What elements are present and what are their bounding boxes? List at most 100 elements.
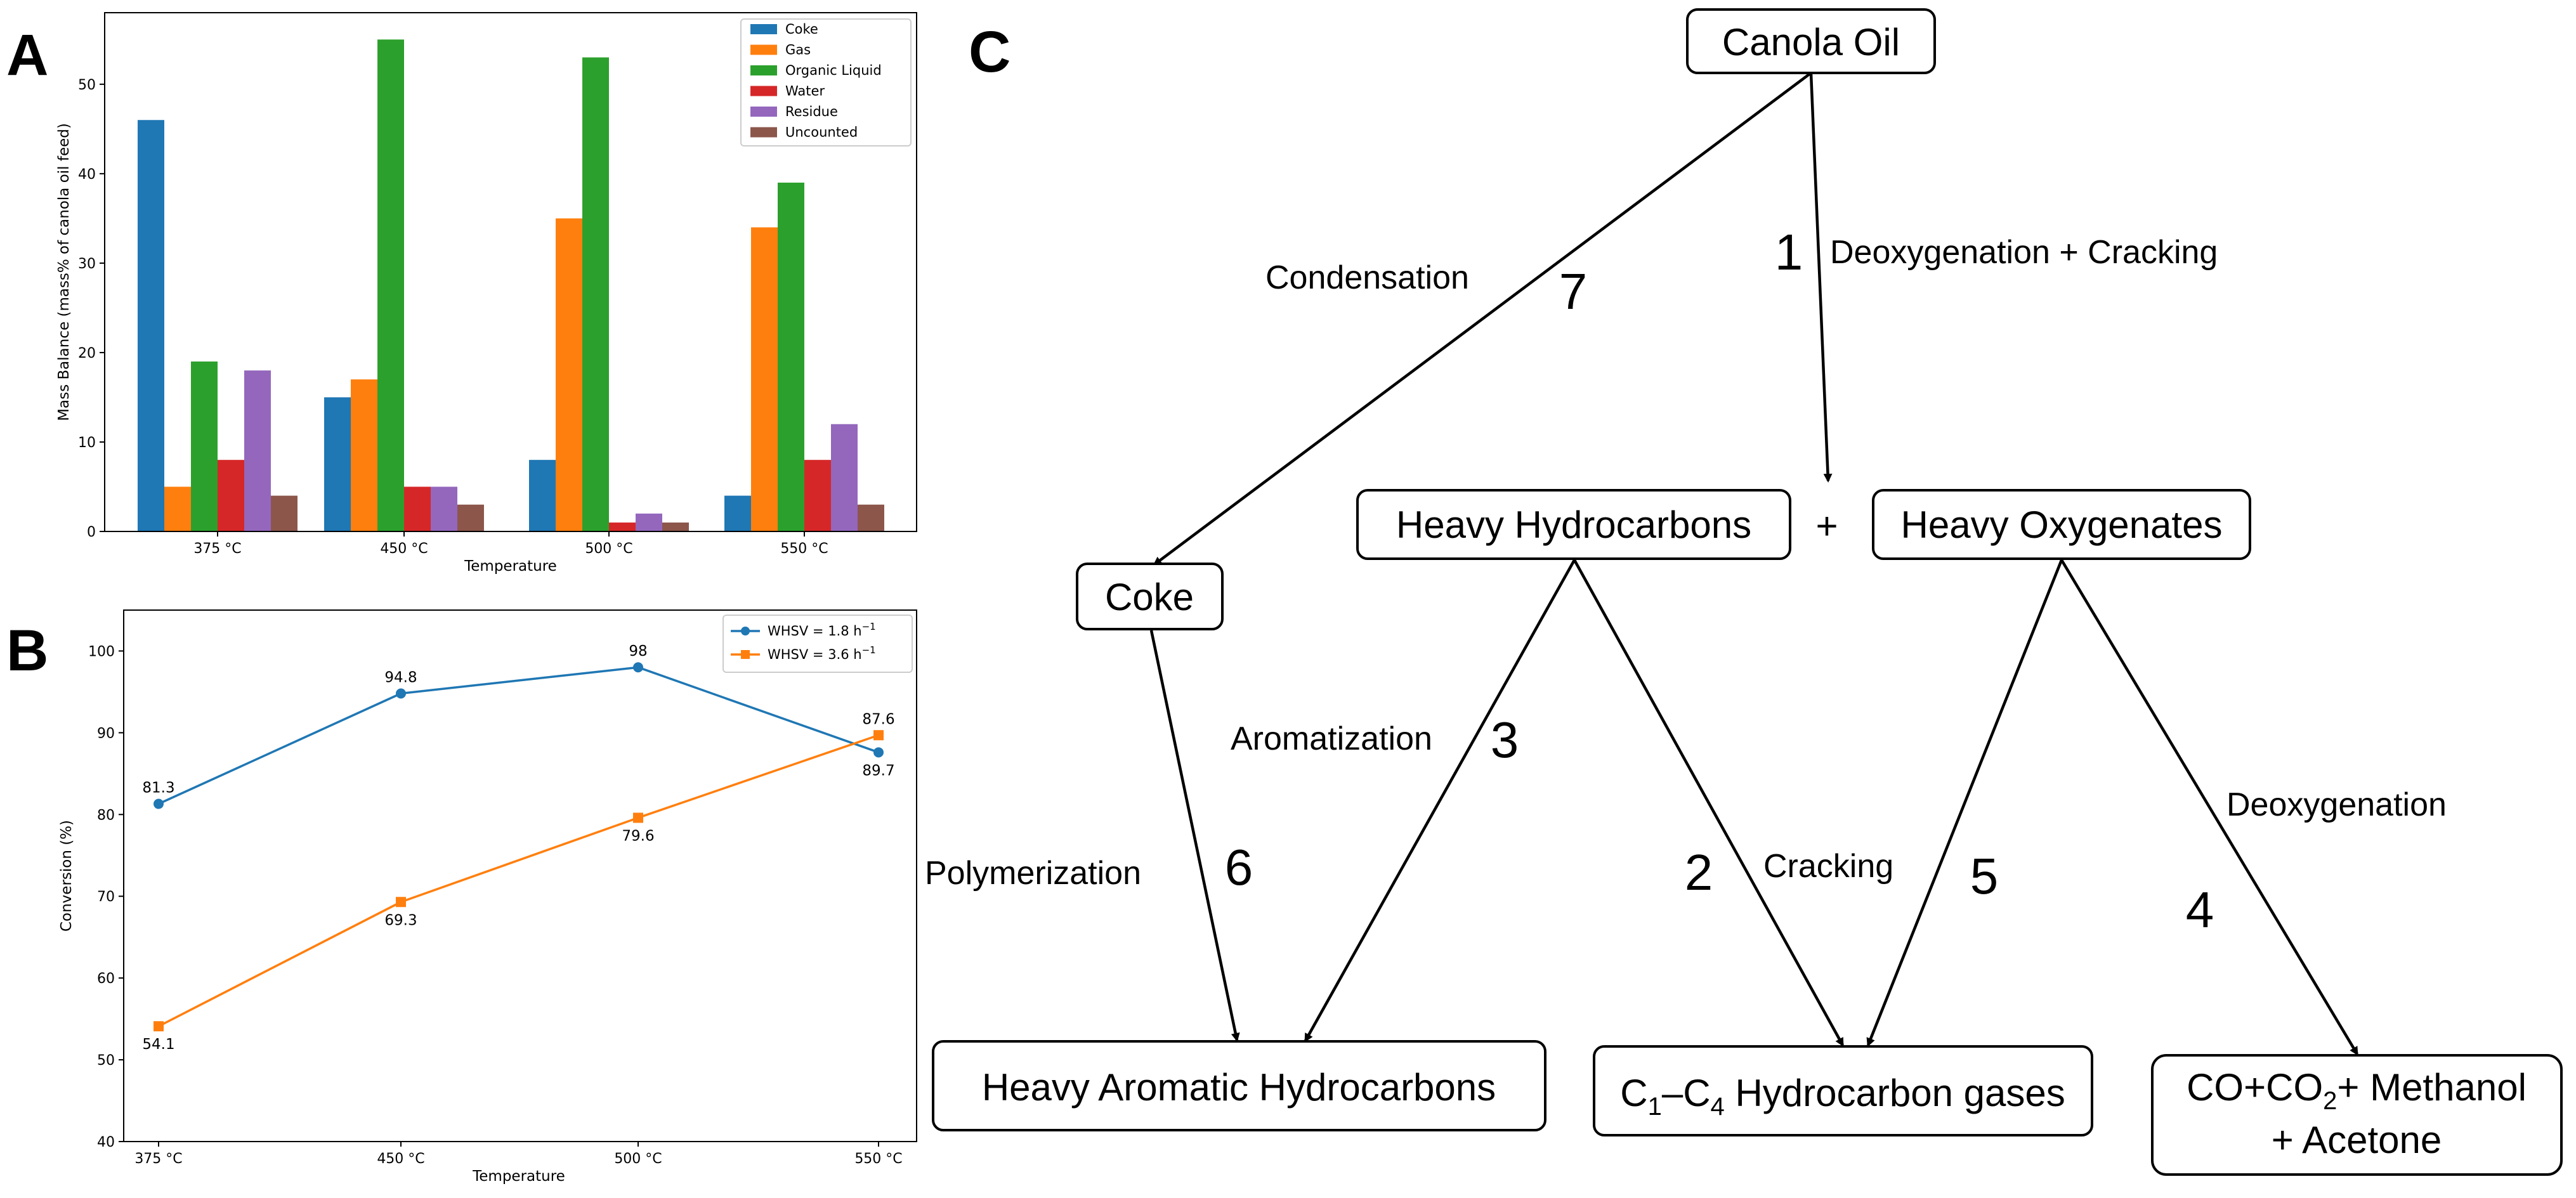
bar-water-0: [218, 460, 244, 531]
legend-frame: [722, 615, 913, 673]
node-heavy-aromatic-hydrocarbons: Heavy Aromatic Hydrocarbons: [932, 1040, 1546, 1131]
legend-frame: [740, 18, 912, 146]
legend-label-0: Coke: [785, 22, 818, 37]
legend-marker-1: [741, 650, 750, 659]
legend-swatch-3: [750, 86, 777, 96]
edge-1-number: 1: [1775, 224, 1803, 280]
node-label: C1–C4 Hydrocarbon gases: [1620, 1072, 2065, 1121]
series-0-data-label-3: 89.7: [862, 762, 894, 779]
y-tick-label: 40: [78, 167, 96, 183]
series-0-data-label-1: 94.8: [384, 670, 417, 686]
edge-4-label: Deoxygenation: [2226, 786, 2447, 823]
legend-label-2: Organic Liquid: [785, 63, 882, 78]
y-tick-label: 20: [78, 346, 96, 361]
edge-2-label: Cracking: [1763, 848, 1893, 885]
y-tick-label: 70: [97, 889, 115, 905]
plot-frame: [104, 12, 917, 532]
legend-swatch-1: [750, 44, 777, 55]
bar-residue-2: [636, 513, 662, 531]
co-prefix: CO+CO: [2187, 1066, 2323, 1109]
legend-swatch-4: [750, 107, 777, 117]
panel-letter-b: B: [6, 618, 48, 683]
bar-organic-liquid-2: [582, 57, 609, 532]
bar-coke-2: [529, 460, 556, 531]
co-suffix: + Methanol: [2337, 1066, 2527, 1109]
series-line-1: [158, 734, 879, 1027]
y-tick-label: 50: [78, 77, 96, 93]
series-1-data-label-3: 87.6: [862, 711, 894, 727]
x-axis-title: Temperature: [472, 1168, 565, 1185]
legend-label-5: Uncounted: [785, 125, 858, 140]
edge-5-arrow: [1866, 559, 2063, 1047]
node-canola-oil: Canola Oil: [1686, 8, 1936, 74]
x-tick-label: 450 °C: [380, 541, 428, 557]
node-box: [1593, 1045, 2093, 1136]
series-line-0: [158, 666, 879, 805]
node-label: Heavy Aromatic Hydrocarbons: [982, 1066, 1496, 1109]
edge-7-number: 7: [1559, 263, 1588, 320]
bar-coke-1: [324, 397, 351, 531]
panel-letter-c: C: [969, 20, 1010, 84]
edge-1-arrow: [1809, 72, 1833, 483]
co-subscript: 2: [2323, 1087, 2337, 1115]
legend-label-3: Water: [785, 84, 825, 99]
bar-organic-liquid-1: [377, 39, 404, 531]
bar-residue-3: [831, 424, 858, 531]
node-label: Coke: [1105, 576, 1194, 618]
x-tick-label: 550 °C: [854, 1151, 902, 1167]
node-box: [1686, 8, 1936, 74]
series-1-point-0: [154, 1021, 164, 1032]
series-0-point-0: [154, 798, 164, 809]
bar-uncounted-2: [662, 522, 689, 531]
series-1-point-1: [396, 897, 406, 908]
gases-subscript-1: 1: [1648, 1093, 1662, 1121]
node-box: [1872, 489, 2251, 560]
gases-subscript-4: 4: [1711, 1093, 1725, 1121]
x-tick-label: 450 °C: [377, 1151, 424, 1167]
legend-label-superscript-0: −1: [862, 621, 876, 632]
gases-middle: –C: [1662, 1072, 1711, 1114]
node-label: Canola Oil: [1722, 21, 1900, 63]
bar-uncounted-0: [271, 495, 297, 531]
series-0-data-label-2: 98: [629, 643, 647, 660]
bar-water-3: [804, 460, 831, 531]
x-tick-label: 550 °C: [780, 541, 828, 557]
series-1-data-label-2: 79.6: [622, 828, 654, 844]
bar-residue-1: [431, 486, 457, 531]
y-tick-label: 60: [97, 971, 115, 987]
bar-water-2: [609, 522, 636, 531]
node-box: [932, 1040, 1546, 1131]
bar-organic-liquid-3: [778, 182, 804, 531]
y-tick-label: 100: [88, 644, 115, 660]
node-heavy-oxygenates: Heavy Oxygenates: [1872, 489, 2251, 560]
legend-label-superscript-1: −1: [862, 644, 876, 656]
node-label: Heavy Oxygenates: [1901, 504, 2223, 546]
series-0-point-1: [396, 688, 406, 699]
legend-label-1: WHSV = 3.6 h−1: [768, 644, 876, 662]
bar-gas-2: [556, 218, 582, 531]
node-coke: Coke: [1076, 563, 1224, 630]
gases-suffix: Hydrocarbon gases: [1725, 1072, 2065, 1114]
x-axis-title: Temperature: [464, 558, 557, 575]
edge-6-label: Polymerization: [925, 855, 1141, 892]
series-0-point-3: [873, 747, 884, 758]
bar-gas-3: [751, 227, 778, 531]
plus-sign: +: [1815, 505, 1838, 547]
edge-4-number: 4: [2186, 882, 2214, 938]
node-label-line2: + Acetone: [2272, 1119, 2442, 1161]
edge-1-label: Deoxygenation + Cracking: [1830, 234, 2218, 271]
y-tick-label: 80: [97, 807, 115, 823]
node-box: [1356, 489, 1791, 560]
bar-gas-0: [164, 486, 191, 531]
legend-label-4: Residue: [785, 104, 838, 119]
edge-5-number: 5: [1970, 848, 1999, 904]
y-tick-label: 50: [97, 1053, 115, 1069]
x-tick-label: 375 °C: [193, 541, 241, 557]
series-1-data-label-1: 69.3: [384, 912, 417, 928]
